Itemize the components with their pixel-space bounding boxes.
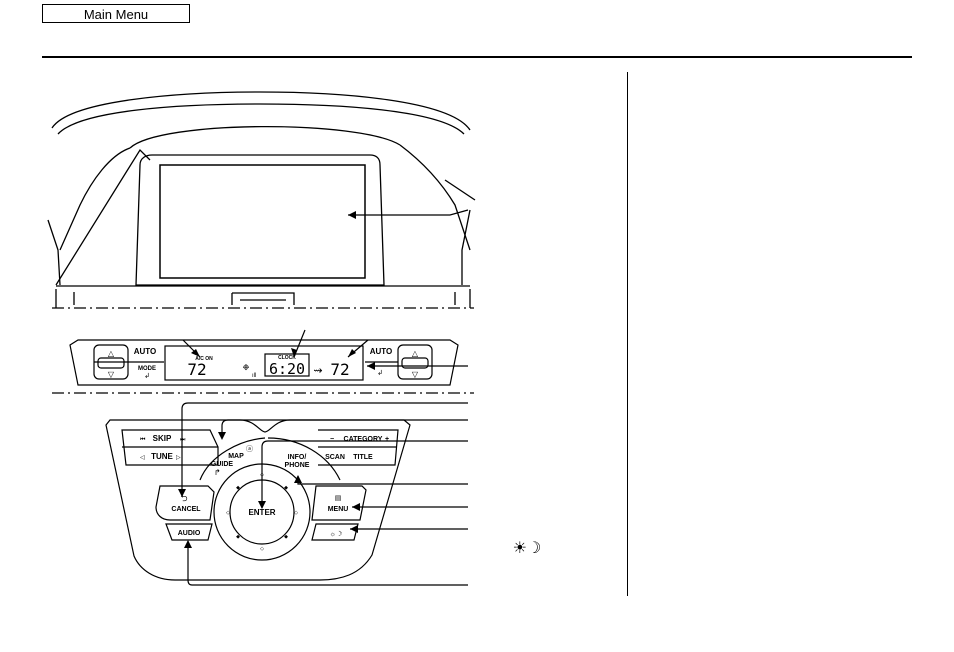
column-divider	[627, 72, 628, 596]
screen-bezel	[135, 154, 385, 286]
nav-panel-outline	[105, 419, 411, 581]
dash-hood-left	[59, 147, 131, 251]
map-label: MAP	[228, 453, 244, 460]
skip-label: SKIP	[153, 434, 172, 443]
cancel-label: CANCEL	[171, 506, 201, 513]
cancel-icon: ⮌	[180, 493, 187, 503]
ac-on-indicator: A/C ON	[195, 356, 213, 362]
auto-left-label: AUTO	[134, 347, 157, 356]
airflow-icon: ⇝	[313, 365, 322, 377]
guide-label: GUIDE	[211, 461, 234, 468]
mode-icon: ↲	[144, 372, 150, 380]
tune-up-icon: ▷	[176, 455, 181, 461]
temp-up-left-icon: △	[108, 349, 115, 358]
info-phone-arc	[267, 437, 341, 481]
temp-up-right-icon: △	[412, 349, 419, 358]
header-divider	[42, 56, 912, 58]
climate-panel-outline	[69, 339, 459, 386]
right-temp-readout: 72	[330, 360, 349, 379]
category-minus: −	[330, 436, 334, 443]
mode-label: MODE	[138, 366, 156, 372]
info-phone-label-1: INFO/	[288, 454, 307, 461]
category-label: CATEGORY	[344, 436, 383, 443]
dash-outline-outer	[51, 91, 471, 131]
auto-right-label: AUTO	[370, 347, 393, 356]
svg-text:◆: ◆	[236, 534, 240, 540]
callout-enter	[261, 440, 468, 508]
day-night-legend-icon: ☀☽	[513, 540, 542, 557]
map-guide-arc	[199, 437, 266, 481]
callout-cancel	[181, 402, 468, 496]
enter-label: ENTER	[248, 508, 275, 517]
guide-icon: ↱	[214, 468, 221, 477]
tune-label: TUNE	[151, 452, 173, 461]
svg-text:◆: ◆	[284, 485, 288, 491]
dash-hood-right	[399, 144, 471, 251]
recirculation-icon: ↲	[377, 369, 383, 377]
skip-back-icon: ⏮	[140, 437, 146, 443]
svg-text:◆: ◆	[284, 534, 288, 540]
fan-icon: ❉	[243, 363, 250, 372]
skip-forward-icon: ⏭	[180, 437, 186, 443]
navigation-screen	[159, 164, 366, 279]
clock-readout: 6:20	[269, 360, 305, 378]
category-plus: +	[385, 436, 389, 443]
map-icon: ⓐ	[246, 445, 253, 453]
dash-hood-top	[129, 125, 401, 149]
info-phone-label-2: PHONE	[285, 462, 310, 469]
callout-audio	[187, 541, 468, 586]
tune-down-icon: ◁	[140, 455, 145, 461]
fan-level-icon: ıll	[252, 373, 256, 379]
day-night-button-icon: ☼☽	[330, 530, 343, 538]
menu-label: MENU	[328, 506, 349, 513]
title-label: TITLE	[353, 454, 373, 461]
menu-icon: ▤	[335, 495, 342, 502]
svg-text:◇: ◇	[260, 546, 264, 552]
callout-info-phone	[297, 476, 468, 485]
audio-label: AUDIO	[178, 530, 201, 537]
dash-outline-inner	[57, 103, 465, 135]
callout-map-guide	[221, 419, 468, 438]
temp-down-right-icon: ▽	[412, 370, 419, 379]
climate-display	[164, 345, 364, 381]
temp-down-left-icon: ▽	[108, 370, 115, 379]
svg-text:◇: ◇	[294, 510, 298, 516]
main-menu-button[interactable]: Main Menu	[42, 4, 190, 23]
left-temp-readout: 72	[187, 360, 206, 379]
scan-label: SCAN	[325, 454, 345, 461]
clock-label: CLOCK	[278, 355, 296, 361]
svg-text:◆: ◆	[236, 485, 240, 491]
svg-text:◇: ◇	[226, 510, 230, 516]
